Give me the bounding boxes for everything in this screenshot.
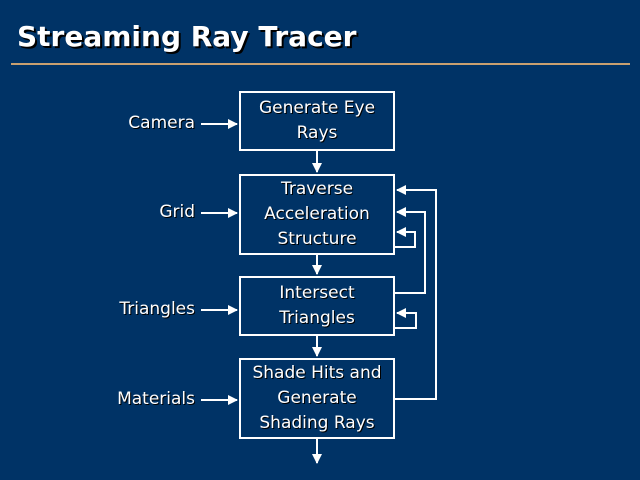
- input-camera: Camera: [128, 113, 195, 133]
- stage-label: Generate Eye Rays: [258, 98, 376, 143]
- stage-traverse: Traverse Acceleration Structure: [239, 174, 395, 255]
- stage-shade: Shade Hits and Generate Shading Rays: [239, 358, 395, 439]
- stage-label: Intersect Triangles: [279, 283, 355, 328]
- loop-intersect-self: [395, 308, 417, 329]
- stage-label: Shade Hits and Generate Shading Rays: [252, 363, 382, 433]
- input-materials: Materials: [117, 389, 195, 409]
- slide-title: Streaming Ray Tracer: [17, 20, 357, 53]
- loop-traverse-self: [395, 227, 416, 248]
- stage-generate-eye-rays: Generate Eye Rays: [239, 91, 395, 151]
- loop-intersect-to-traverse: [395, 207, 426, 294]
- input-triangles: Triangles: [119, 299, 195, 319]
- stage-label: Traverse Acceleration Structure: [264, 179, 370, 249]
- loop-shade-to-traverse: [395, 185, 437, 400]
- stage-intersect: Intersect Triangles: [239, 276, 395, 336]
- input-grid: Grid: [159, 202, 195, 222]
- title-divider: [11, 63, 630, 65]
